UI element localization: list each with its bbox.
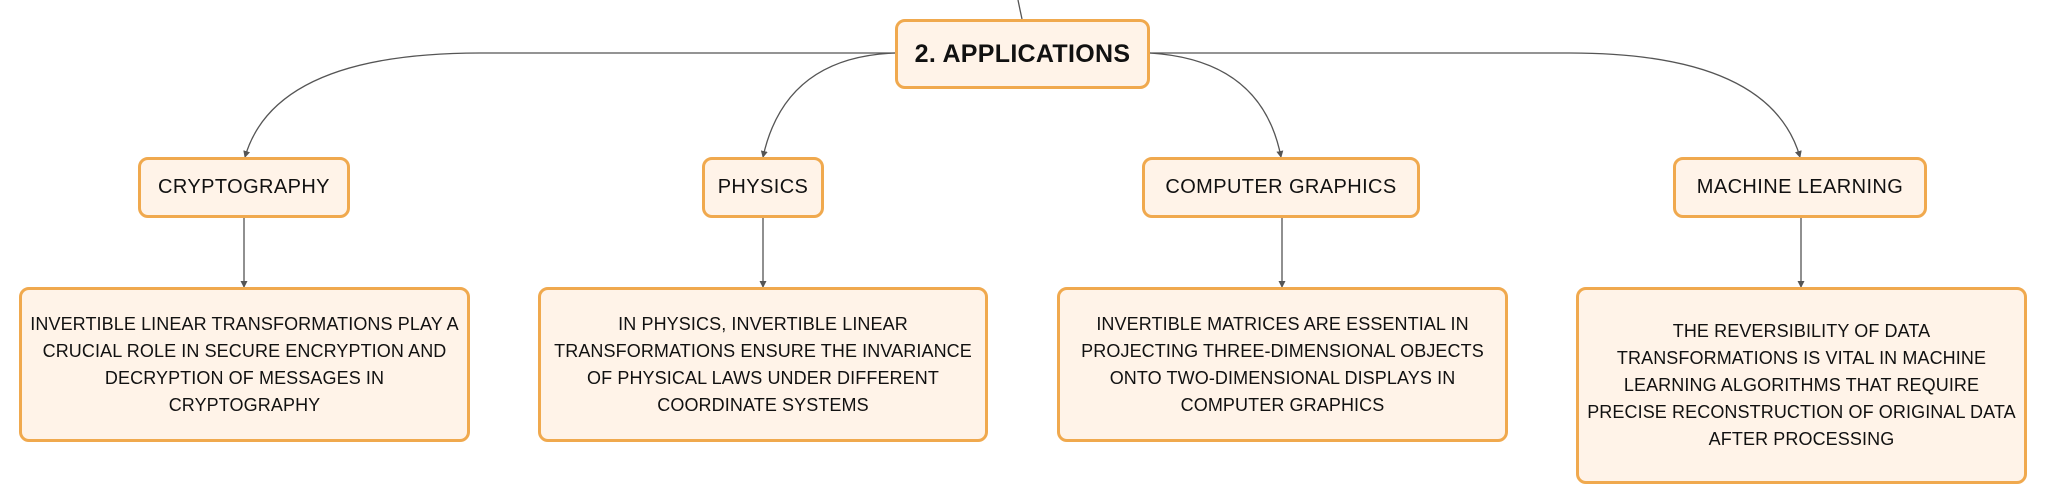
branch-node-physics[interactable]: PHYSICS: [702, 157, 824, 218]
detail-node-text: INVERTIBLE LINEAR TRANSFORMATIONS PLAY A…: [30, 313, 459, 415]
connector-root-cryptography: [243, 52, 895, 158]
detail-node-text: INVERTIBLE MATRICES ARE ESSENTIAL IN PRO…: [1081, 313, 1484, 415]
root-node[interactable]: 2. APPLICATIONS: [895, 19, 1150, 89]
detail-node-text: THE REVERSIBILITY OF DATA TRANSFORMATION…: [1587, 321, 2016, 449]
connector-root-physics: [760, 52, 896, 158]
root-node-label: 2. APPLICATIONS: [914, 39, 1131, 68]
connector-root-machine-learning: [1150, 52, 1802, 158]
branch-node-computer-graphics[interactable]: COMPUTER GRAPHICS: [1142, 157, 1420, 218]
branch-node-machine-learning[interactable]: MACHINE LEARNING: [1673, 157, 1927, 218]
branch-node-label: PHYSICS: [717, 176, 809, 198]
branch-node-cryptography[interactable]: CRYPTOGRAPHY: [138, 157, 350, 218]
parent-connector: [1017, 0, 1023, 20]
detail-node-text: IN PHYSICS, INVERTIBLE LINEAR TRANSFORMA…: [554, 313, 972, 415]
branch-node-label: COMPUTER GRAPHICS: [1165, 176, 1397, 198]
detail-node-cryptography[interactable]: INVERTIBLE LINEAR TRANSFORMATIONS PLAY A…: [19, 287, 470, 442]
detail-node-physics[interactable]: IN PHYSICS, INVERTIBLE LINEAR TRANSFORMA…: [538, 287, 988, 442]
branch-node-label: MACHINE LEARNING: [1696, 176, 1904, 198]
branch-node-label: CRYPTOGRAPHY: [158, 176, 330, 198]
detail-node-computer-graphics[interactable]: INVERTIBLE MATRICES ARE ESSENTIAL IN PRO…: [1057, 287, 1508, 442]
detail-node-machine-learning[interactable]: THE REVERSIBILITY OF DATA TRANSFORMATION…: [1576, 287, 2027, 484]
connector-root-computer-graphics: [1149, 52, 1284, 158]
